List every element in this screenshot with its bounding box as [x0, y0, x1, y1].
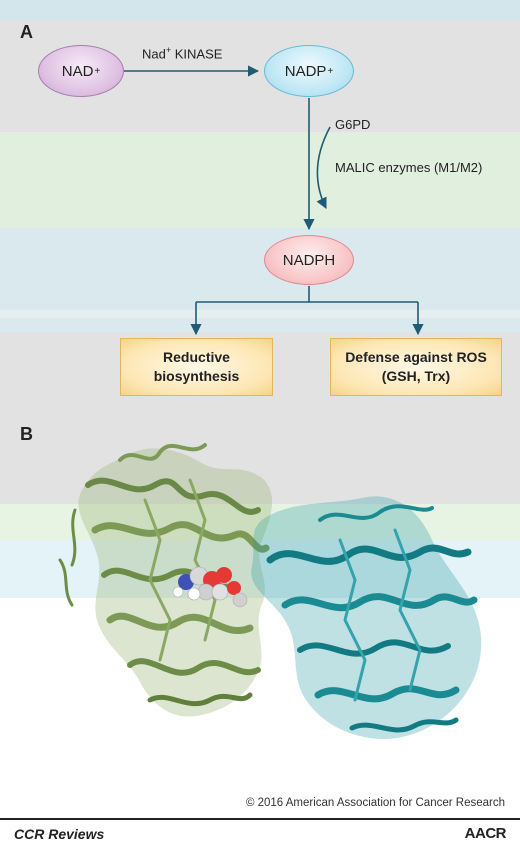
background-band — [0, 228, 520, 310]
nadph-label: NADPH — [282, 251, 336, 269]
side-reaction-arrow — [316, 126, 331, 210]
nadp-superscript: + — [327, 65, 334, 77]
panel-label-a: A — [20, 22, 33, 42]
nad-node: NAD+ — [38, 45, 124, 97]
nad-superscript: + — [94, 65, 101, 77]
nadph-node: NADPH — [264, 235, 354, 285]
ligand-spheres — [172, 566, 248, 608]
reductive-biosynthesis-box: Reductive biosynthesis — [120, 338, 273, 396]
reductive-line1: Reductive — [163, 349, 230, 365]
background-band — [0, 318, 520, 332]
aacr-logo: AACR — [464, 825, 507, 842]
nadp-label: NADP — [284, 62, 327, 80]
reductive-line2: biosynthesis — [153, 368, 240, 384]
background-band — [0, 310, 520, 318]
kinase-label-post: KINASE — [171, 46, 223, 62]
kinase-label-pre: Nad — [142, 46, 166, 62]
footer-bar: CCR Reviews AACR — [0, 818, 520, 846]
nad-label: NAD — [61, 62, 94, 80]
defense-ros-box: Defense against ROS (GSH, Trx) — [330, 338, 502, 396]
defense-line2: (GSH, Trx) — [381, 368, 451, 384]
copyright-text: © 2016 American Association for Cancer R… — [245, 797, 505, 809]
nadp-node: NADP+ — [264, 45, 354, 97]
background-band — [0, 132, 520, 228]
g6pd-label: G6PD — [335, 117, 371, 132]
kinase-label: Nad+ KINASE — [142, 45, 222, 61]
kinase-label-sup: + — [165, 45, 172, 55]
right-subunit — [251, 496, 482, 739]
malic-enzymes-label: MALIC enzymes (M1/M2) — [335, 160, 483, 175]
panel-label-b: B — [20, 424, 33, 444]
background-band — [0, 0, 520, 20]
defense-line1: Defense against ROS — [345, 349, 487, 365]
left-subunit — [58, 443, 273, 717]
journal-name: CCR Reviews — [14, 826, 105, 842]
